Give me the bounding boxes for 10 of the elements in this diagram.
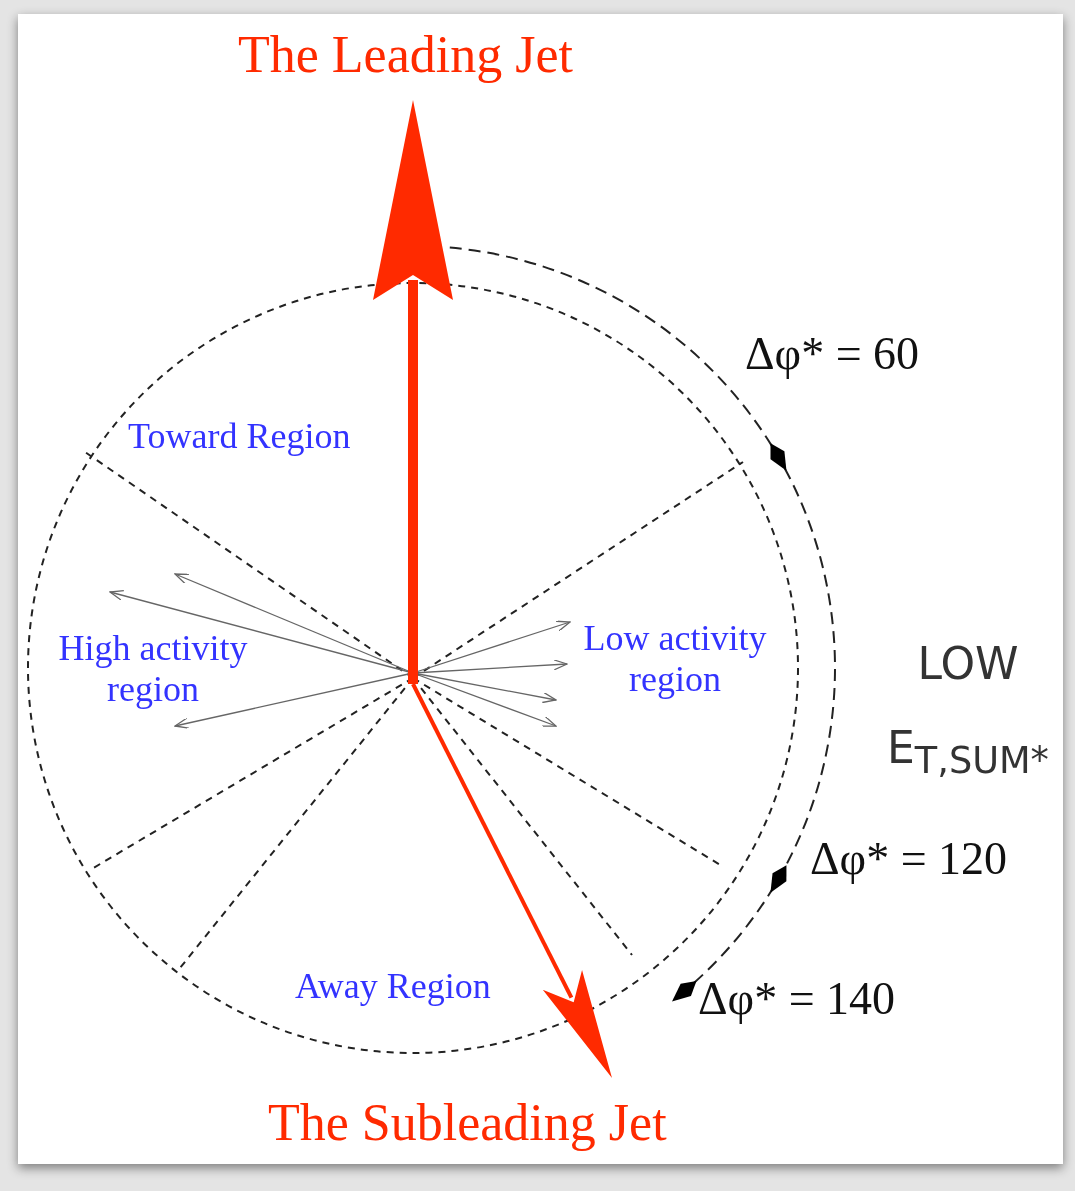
angle-label: Δφ* = 140 <box>698 973 896 1026</box>
annotation: LOW E$_{T,SUM*}$ <box>886 637 1050 784</box>
region-label: Low activity region <box>582 618 768 701</box>
region-label: Away Region <box>295 966 491 1008</box>
region-label: Toward Region <box>128 416 351 458</box>
jet-label: The Subleading Jet <box>268 1093 667 1153</box>
angle-label: Δφ* = 120 <box>810 833 1008 886</box>
jet-label: The Leading Jet <box>238 25 573 85</box>
angle-label: Δφ* = 60 <box>745 328 920 381</box>
region-label: High activity region <box>57 628 249 711</box>
